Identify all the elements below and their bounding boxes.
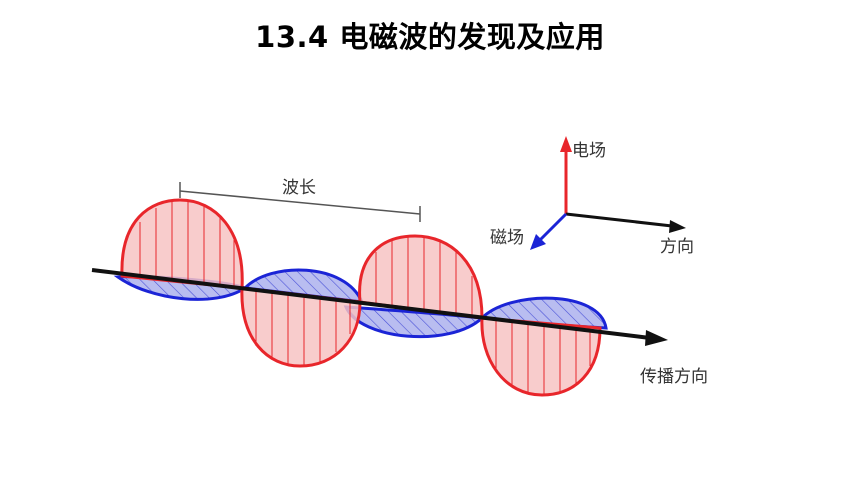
electric-field-label: 电场 bbox=[572, 141, 606, 161]
electric-field-vectors bbox=[139, 202, 591, 395]
wavelength-marker bbox=[179, 182, 421, 222]
field-axes bbox=[530, 136, 686, 250]
page-title: 13.4 电磁波的发现及应用 bbox=[255, 20, 605, 54]
electric-lobe-4 bbox=[480, 316, 602, 397]
direction-label: 方向 bbox=[660, 237, 694, 257]
arrow-up-icon bbox=[560, 136, 572, 152]
magnetic-field-label: 磁场 bbox=[490, 228, 524, 248]
electric-lobe-3 bbox=[358, 234, 484, 320]
electric-lobe-1 bbox=[120, 198, 244, 290]
propagation-direction-label: 传播方向 bbox=[640, 367, 708, 387]
electric-lobe-2 bbox=[240, 286, 362, 368]
wavelength-label: 波长 bbox=[282, 178, 316, 198]
electric-field-wave bbox=[120, 198, 602, 397]
arrow-down-left-icon bbox=[530, 234, 546, 250]
propagation-axis bbox=[91, 268, 668, 346]
arrow-right-icon bbox=[669, 220, 686, 233]
